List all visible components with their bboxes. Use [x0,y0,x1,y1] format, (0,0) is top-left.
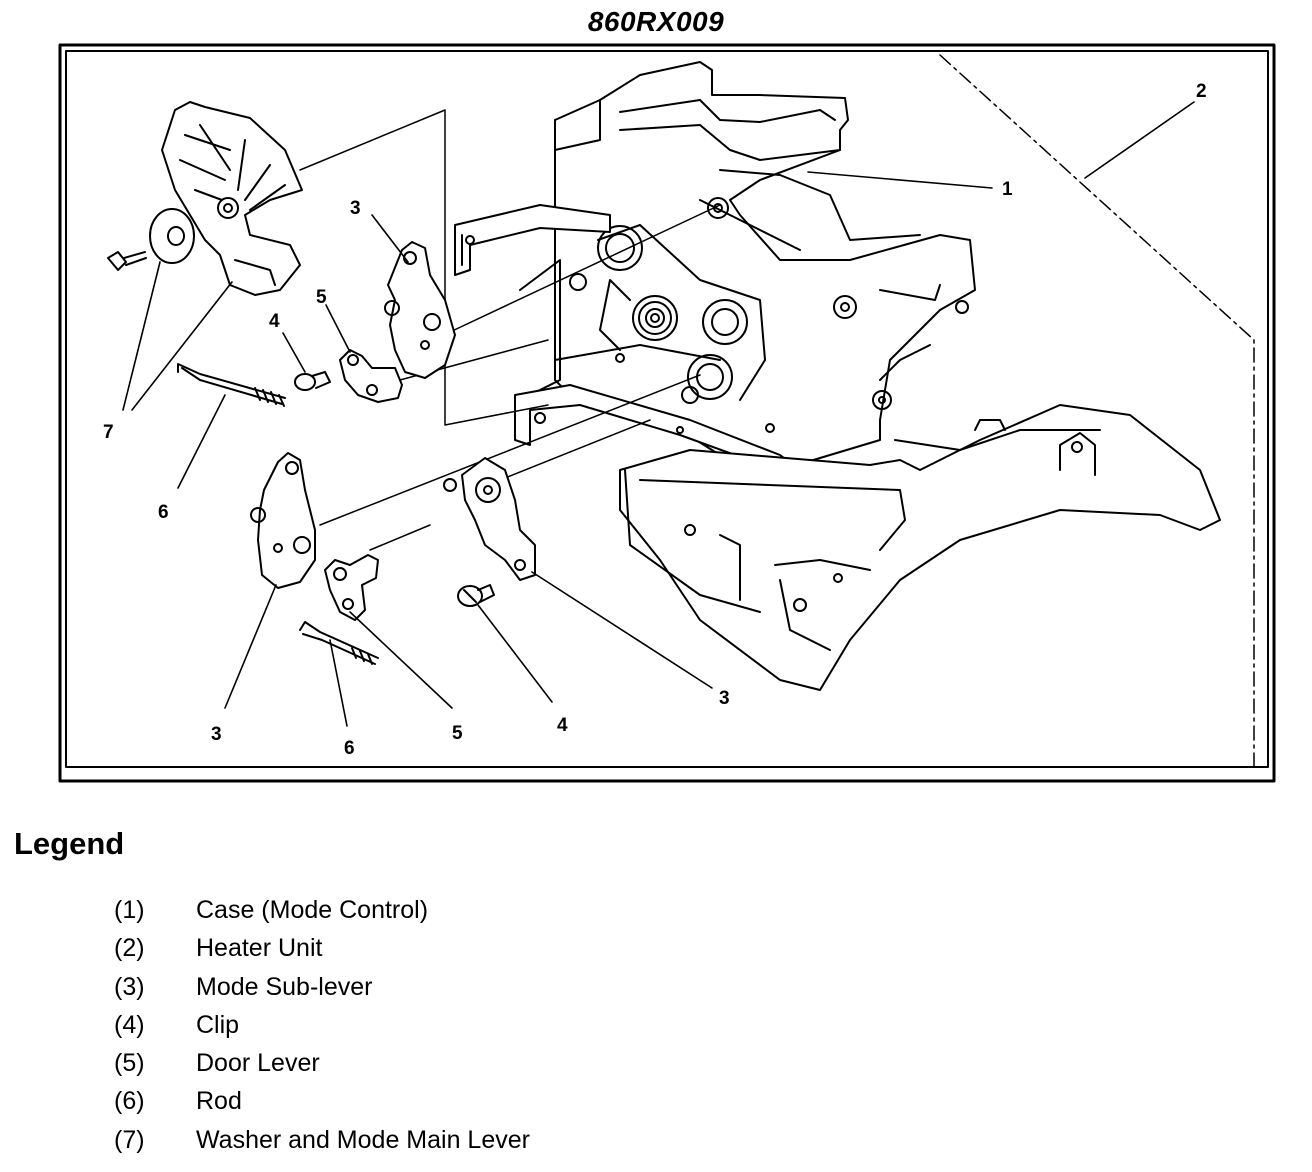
legend-item-label: Rod [196,1087,242,1116]
door-lever-upper [339,349,403,403]
assembly-guide-lines-7 [499,419,651,481]
callout-2: 2 [1196,81,1207,102]
callout-3-lower-left: 3 [211,724,222,745]
legend-item-label: Washer and Mode Main Lever [196,1125,530,1154]
figure-frame [58,43,1276,783]
callout-4-lower: 4 [557,715,568,736]
washer [149,208,195,264]
leader-lines [122,101,1195,727]
legend-item: (2) Heater Unit [114,934,530,972]
legend-item-number: (5) [114,1049,145,1078]
assembly-guide-lines [444,109,549,426]
legend-item: (4) Clip [114,1011,530,1049]
assembly-guide-lines-6 [369,524,431,551]
legend-item-number: (2) [114,934,145,963]
legend-list: (1) Case (Mode Control) (2) Heater Unit (3… [114,896,530,1164]
exploded-diagram: 1 2 3 4 5 7 6 3 6 5 4 3 [58,43,1276,783]
callout-3-lower-right: 3 [719,688,730,709]
clip-lower [457,584,495,607]
legend-item: (1) Case (Mode Control) [114,896,530,934]
legend-item-number: (1) [114,896,145,924]
mode-sub-lever-lower-left [250,452,316,589]
legend-item-number: (6) [114,1087,145,1116]
callout-7: 7 [103,422,114,443]
assembly-guide-lines-5 [319,374,701,526]
legend-title: Legend [14,826,125,861]
clip-upper [294,371,331,391]
callout-1: 1 [1002,179,1013,200]
legend-item: (7) Washer and Mode Main Lever [114,1126,530,1164]
legend-item: (6) Rod [114,1087,530,1125]
heater-unit-boundary [939,54,1255,768]
callout-3-upper: 3 [350,198,361,219]
mode-main-lever [161,101,303,296]
callout-6-lower: 6 [344,738,355,759]
case-mode-control [454,61,1221,691]
mode-sub-lever-upper [384,241,456,379]
legend-item: (5) Door Lever [114,1049,530,1087]
assembly-guide-lines-2 [299,109,446,171]
rod-lower [299,621,379,665]
callout-4-upper: 4 [269,311,280,332]
legend-item-number: (7) [114,1125,145,1154]
rod-upper [177,363,286,407]
legend-item-label: Mode Sub-lever [196,972,373,1001]
callout-5-lower: 5 [452,723,463,744]
callout-labels: 1 2 3 4 5 7 6 3 6 5 4 3 [103,81,1207,759]
callout-5-upper: 5 [316,287,327,308]
legend-item-label: Door Lever [196,1049,320,1078]
screw [107,251,147,271]
legend-item-number: (4) [114,1010,145,1039]
legend-item-label: Case (Mode Control) [196,896,429,924]
mode-sub-lever-lower-right [443,457,536,581]
legend-item-number: (3) [114,972,145,1001]
figure-title: 860RX009 [587,6,725,37]
legend-item: (3) Mode Sub-lever [114,973,530,1011]
legend-item-label: Clip [196,1010,240,1039]
door-lever-lower [324,554,379,621]
callout-6-upper: 6 [158,502,169,523]
legend-item-label: Heater Unit [196,934,323,963]
assembly-guide-lines-3 [449,204,721,333]
